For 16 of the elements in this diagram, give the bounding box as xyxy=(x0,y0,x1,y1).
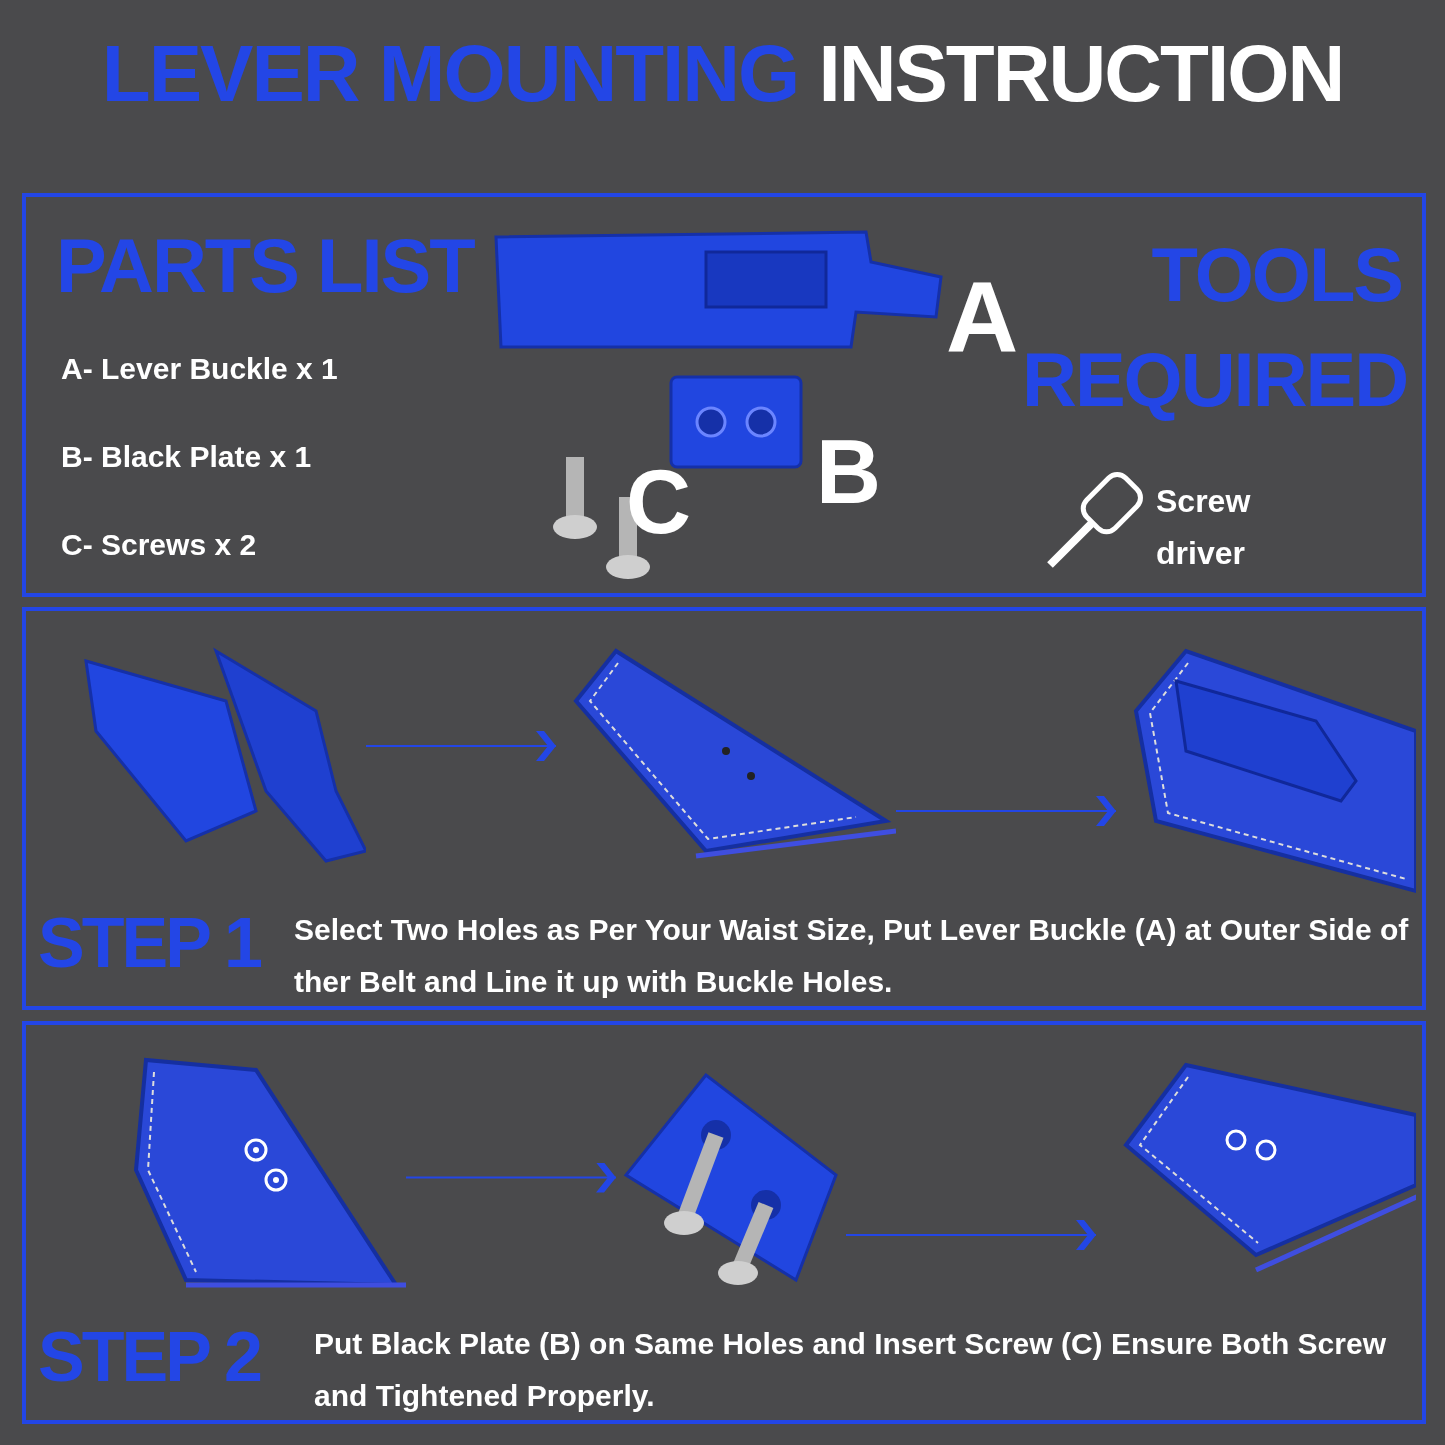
step-instruction: Select Two Holes as Per Your Waist Size, Put Lever Buckle (A) at Outer Side of ther Belt and Line it up with Buckle Holes. xyxy=(294,912,1410,1000)
step-panel xyxy=(22,1021,1426,1424)
step-panel xyxy=(22,607,1426,1010)
step-heading: STEP 2 xyxy=(38,1317,260,1397)
part-letter: A xyxy=(946,267,1019,367)
tool-label: Screw driver xyxy=(1156,482,1252,573)
step-heading: STEP 1 xyxy=(38,903,260,983)
parts-list-item: B- Black Plate x 1 xyxy=(61,440,312,474)
section-heading: PARTS LIST xyxy=(56,222,474,309)
part-letter: B xyxy=(816,427,881,517)
part-letter: C xyxy=(626,457,691,547)
parts-panel xyxy=(22,193,1426,597)
step-instruction: Put Black Plate (B) on Same Holes and Insert Screw (C) Ensure Both Screw and Tightened Properly. xyxy=(314,1326,1387,1414)
page-title: LEVER MOUNTING INSTRUCTION xyxy=(100,28,1345,120)
parts-list-item: C- Screws x 2 xyxy=(61,528,257,562)
parts-list-item: A- Lever Buckle x 1 xyxy=(61,352,338,386)
